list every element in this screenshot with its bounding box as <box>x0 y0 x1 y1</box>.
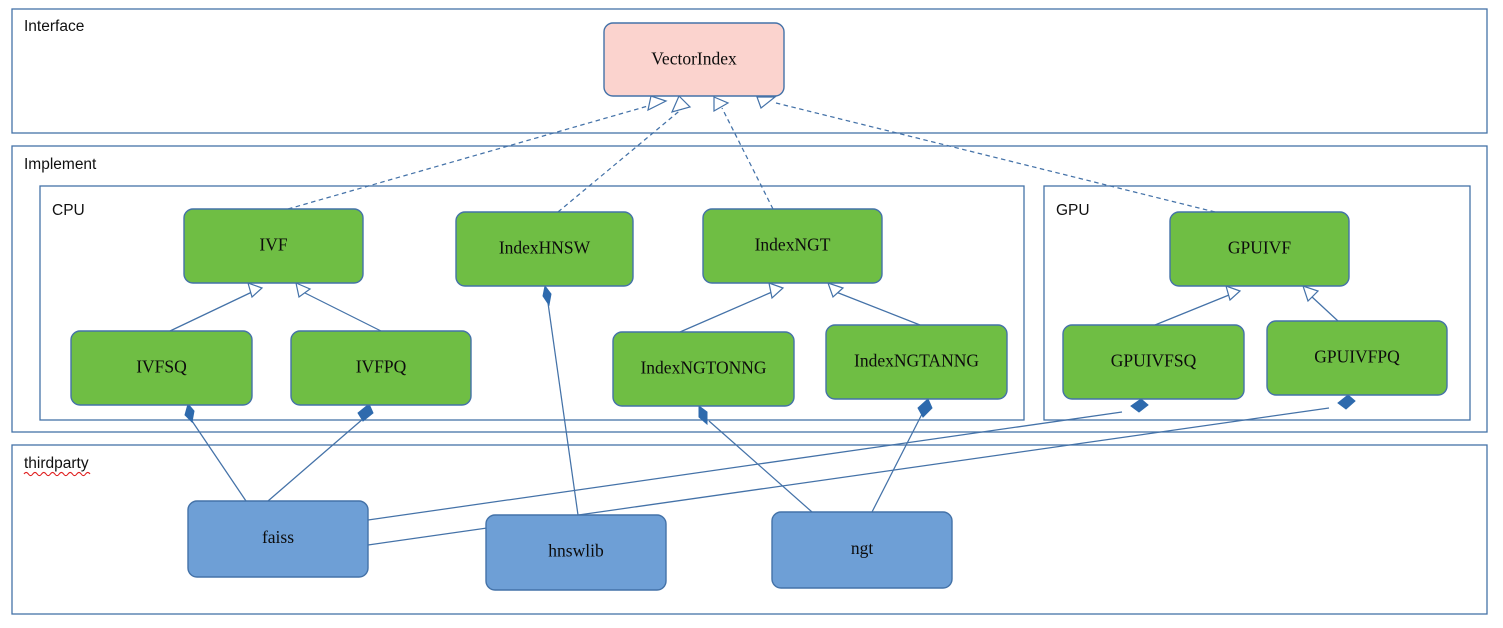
edge-indexngtonng-to-indexngt <box>679 282 785 333</box>
generalization-arrowhead-icon <box>827 282 845 299</box>
edge-group-realization <box>287 94 1216 213</box>
node-gpuivf-rect[interactable] <box>1169 211 1350 287</box>
node-ivf-label: IVF <box>259 235 287 255</box>
edge-indexhnsw-to-vectorindex <box>557 94 692 213</box>
edge-group-generalization <box>169 281 1339 333</box>
edge-gpuivfpq-to-gpuivf <box>1302 285 1339 322</box>
node-indexhnsw-label: IndexHNSW <box>499 238 591 258</box>
edge-faiss-to-gpuivfsq <box>367 398 1149 521</box>
node-ivfpq-label: IVFPQ <box>356 357 407 377</box>
node-vectorindex-label: VectorIndex <box>651 49 737 69</box>
node-gpuivfpq-label: GPUIVFPQ <box>1314 347 1400 367</box>
node-gpuivf[interactable]: GPUIVF <box>1169 211 1350 287</box>
edge-hnswlib-to-indexhnsw <box>542 284 579 516</box>
edge-gpuivfsq-to-gpuivf <box>1154 285 1242 326</box>
node-indexngt[interactable]: IndexNGT <box>702 208 883 284</box>
node-indexngtonng-rect[interactable] <box>612 331 795 407</box>
spellcheck-underline-icon <box>23 471 91 477</box>
node-ngt-label: ngt <box>851 538 874 558</box>
node-gpuivfpq-rect[interactable] <box>1266 320 1448 396</box>
container-gpu-label: GPU <box>1056 202 1090 219</box>
node-indexngt-rect[interactable] <box>702 208 883 284</box>
node-indexngtonng[interactable]: IndexNGTONNG <box>612 331 795 407</box>
container-cpu-label: CPU <box>52 202 85 219</box>
node-indexngt-label: IndexNGT <box>755 235 831 255</box>
composition-diamond-icon <box>917 398 933 418</box>
node-indexngtonng-label: IndexNGTONNG <box>640 358 766 378</box>
edge-ngt-to-indexngtonng <box>698 405 813 513</box>
node-indexngtanng[interactable]: IndexNGTANNG <box>825 324 1008 400</box>
realization-arrowhead-icon <box>670 94 692 113</box>
composition-diamond-icon <box>1130 398 1149 413</box>
realization-arrowhead-icon <box>713 96 730 113</box>
edge-gpuivf-to-vectorindex <box>756 96 1216 213</box>
composition-diamond-icon <box>1337 394 1356 410</box>
composition-diamond-icon <box>542 284 552 307</box>
node-ivfsq-rect[interactable] <box>70 330 253 406</box>
node-gpuivfsq-label: GPUIVFSQ <box>1111 351 1197 371</box>
edge-indexngtanng-to-indexngt <box>827 282 921 326</box>
container-thirdparty-label: thirdparty <box>24 455 89 472</box>
edge-faiss-to-ivfpq <box>267 403 374 502</box>
node-faiss[interactable]: faiss <box>187 500 369 578</box>
edge-ivf-to-vectorindex <box>287 95 668 210</box>
node-hnswlib[interactable]: hnswlib <box>485 514 667 591</box>
edge-ivfpq-to-ivf <box>295 281 382 332</box>
node-vectorindex[interactable]: VectorIndex <box>603 22 785 97</box>
node-indexngtanng-rect[interactable] <box>825 324 1008 400</box>
generalization-arrowhead-icon <box>295 281 312 299</box>
node-ivf[interactable]: IVF <box>183 208 364 284</box>
node-gpuivfpq[interactable]: GPUIVFPQ <box>1266 320 1448 396</box>
node-ivfpq-rect[interactable] <box>290 330 472 406</box>
node-ivfsq-label: IVFSQ <box>136 357 187 377</box>
edge-ivfsq-to-ivf <box>169 282 264 332</box>
node-ivfsq[interactable]: IVFSQ <box>70 330 253 406</box>
node-gpuivfsq[interactable]: GPUIVFSQ <box>1062 324 1245 400</box>
composition-diamond-icon <box>184 402 195 424</box>
edge-ngt-to-indexngtanng <box>871 398 933 513</box>
generalization-arrowhead-icon <box>768 282 785 300</box>
node-indexngtanng-label: IndexNGTANNG <box>854 351 979 371</box>
composition-diamond-icon <box>698 405 708 426</box>
node-faiss-rect[interactable] <box>187 500 369 578</box>
node-gpuivf-label: GPUIVF <box>1228 238 1291 258</box>
generalization-arrowhead-icon <box>1225 285 1242 302</box>
container-interface-label: Interface <box>24 18 84 35</box>
composition-diamond-icon <box>357 403 374 422</box>
edge-faiss-to-ivfsq <box>184 402 247 502</box>
generalization-arrowhead-icon <box>247 282 264 299</box>
node-vectorindex-rect[interactable] <box>603 22 785 97</box>
node-ivfpq[interactable]: IVFPQ <box>290 330 472 406</box>
node-indexhnsw-rect[interactable] <box>455 211 634 287</box>
node-indexhnsw[interactable]: IndexHNSW <box>455 211 634 287</box>
edge-indexngt-to-vectorindex <box>713 96 774 210</box>
node-ngt-rect[interactable] <box>771 511 953 589</box>
node-ngt[interactable]: ngt <box>771 511 953 589</box>
node-hnswlib-label: hnswlib <box>548 541 604 561</box>
node-gpuivfsq-rect[interactable] <box>1062 324 1245 400</box>
realization-arrowhead-icon <box>756 96 777 109</box>
realization-arrowhead-icon <box>647 95 668 112</box>
node-faiss-label: faiss <box>262 527 294 547</box>
container-implement-label: Implement <box>24 156 97 173</box>
node-ivf-rect[interactable] <box>183 208 364 284</box>
node-hnswlib-rect[interactable] <box>485 514 667 591</box>
generalization-arrowhead-icon <box>1302 285 1320 303</box>
